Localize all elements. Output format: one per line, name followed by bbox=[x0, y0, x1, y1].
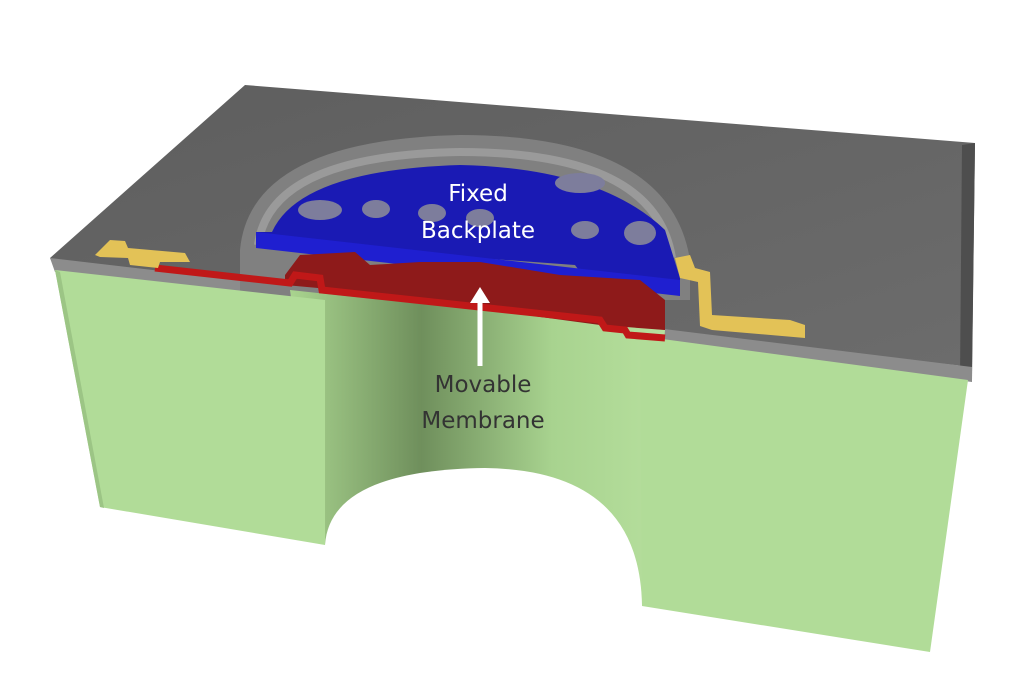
movable-membrane bbox=[154, 264, 666, 342]
substrate-left-edge bbox=[55, 270, 104, 508]
metal-pad-right bbox=[675, 255, 805, 338]
membrane-label-line1: Movable bbox=[435, 372, 532, 398]
backplate-label-line1: Fixed bbox=[448, 181, 508, 207]
cavity-rim bbox=[254, 147, 676, 259]
backplate-label-line2: Backplate bbox=[421, 218, 535, 244]
membrane-arrow-head bbox=[470, 287, 490, 303]
movable-membrane-body bbox=[285, 252, 665, 330]
fixed-backplate bbox=[256, 165, 680, 295]
backplate-holes bbox=[298, 173, 656, 245]
membrane-label-line2: Membrane bbox=[421, 408, 544, 434]
substrate-right-block bbox=[640, 336, 968, 652]
substrate-left-block bbox=[55, 270, 325, 545]
metal-pad-left bbox=[95, 240, 190, 268]
substrate-front-arch bbox=[325, 468, 642, 612]
oxide-right-side bbox=[960, 143, 975, 380]
